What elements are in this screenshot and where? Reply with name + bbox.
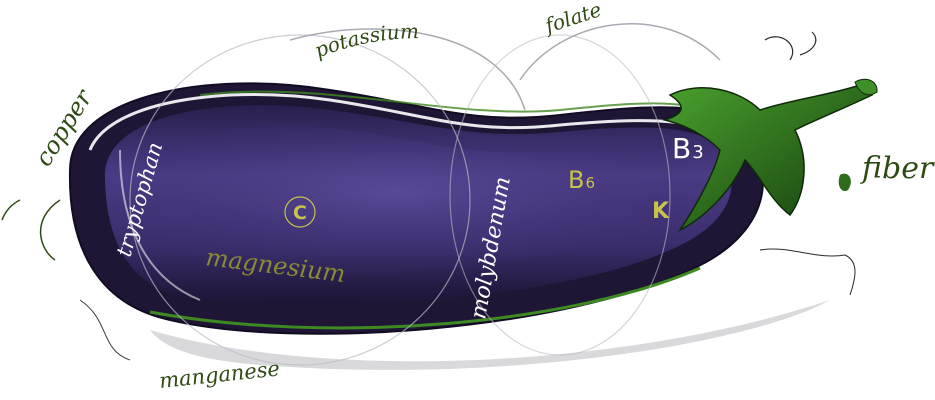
label-b3: B3	[672, 132, 704, 165]
side-highlight-line	[119, 149, 201, 301]
green-squiggle-bottom-left	[79, 299, 131, 361]
green-top-rim-line	[199, 90, 721, 113]
c-ring	[284, 196, 316, 228]
label-c: C	[293, 202, 307, 224]
ring-right	[449, 34, 671, 356]
label-b6: B6	[568, 166, 595, 194]
green-squiggle-right	[764, 31, 817, 61]
label-k: K	[652, 199, 670, 224]
eggplant-calyx	[662, 84, 874, 232]
label-manganese: manganese	[158, 356, 281, 393]
stem-tip	[854, 78, 878, 96]
eggplant-inner-panel	[144, 125, 704, 276]
green-drop-fiber	[838, 173, 851, 192]
label-folate: folate	[540, 0, 604, 38]
green-squiggle-left	[1, 199, 61, 261]
label-fiber: fiber	[860, 151, 935, 186]
green-rim-line	[149, 266, 701, 330]
label-potassium: potassium	[311, 19, 419, 63]
top-highlight-line	[88, 92, 721, 151]
green-squiggle-bottom-right	[759, 248, 856, 296]
ring-left	[129, 34, 471, 366]
swirl-line	[289, 23, 721, 111]
